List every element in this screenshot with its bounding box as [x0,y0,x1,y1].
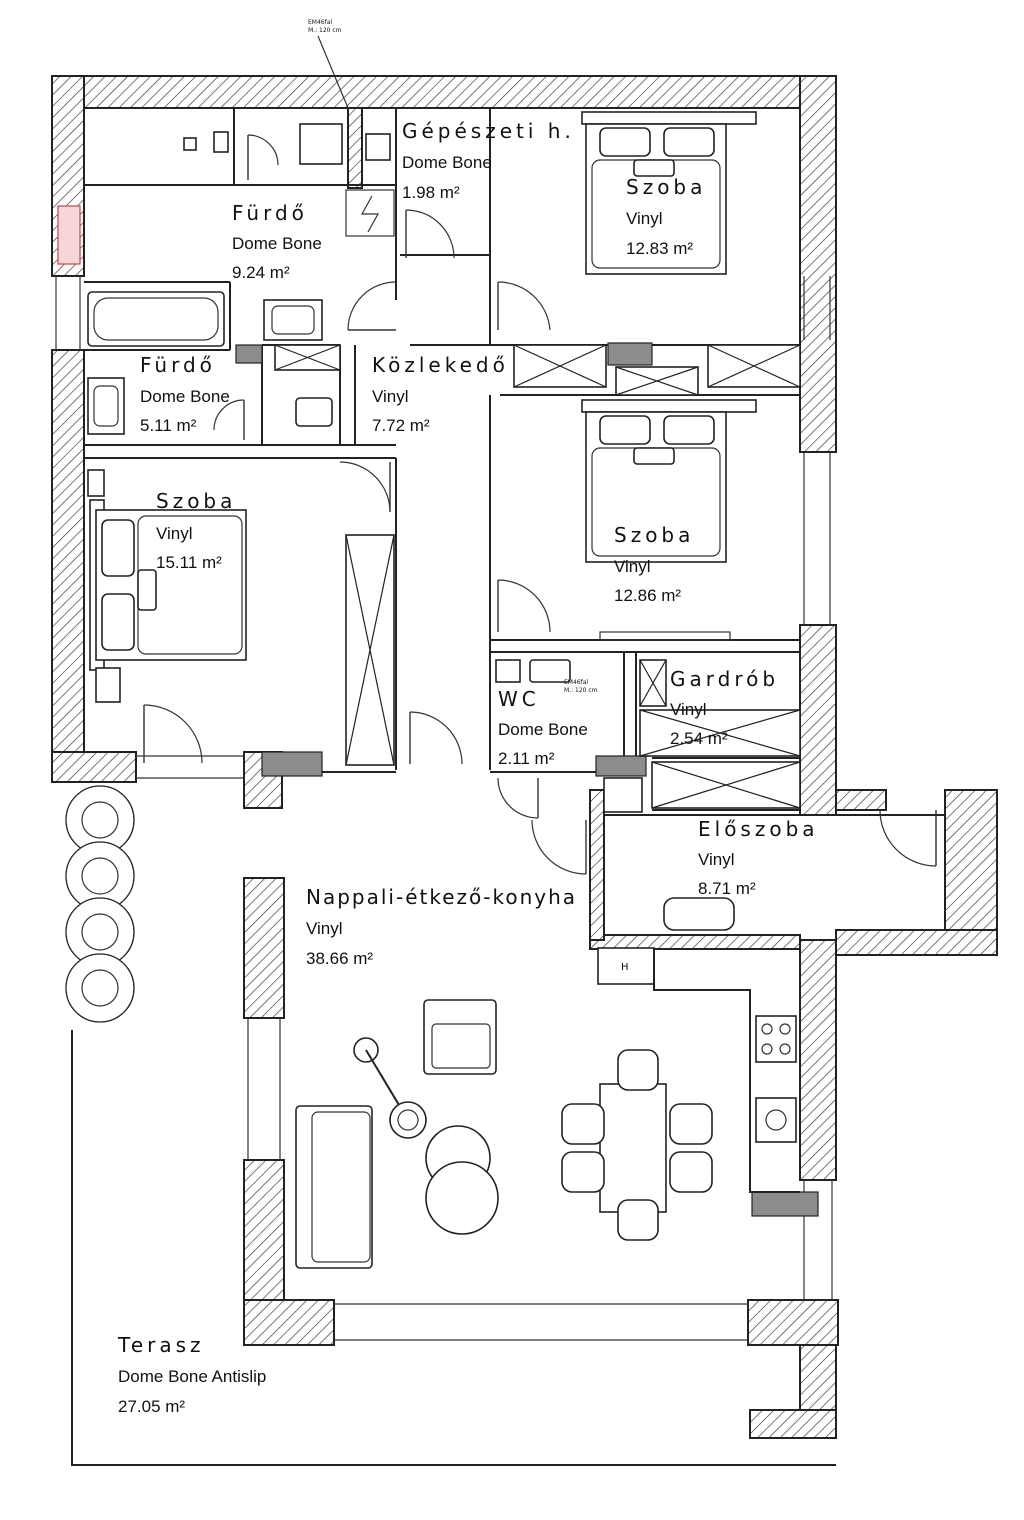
room-wc-area: 2.11 m² [498,749,555,768]
room-terasz-name: Terasz [117,1333,205,1357]
electric-note-wc-line1: EM46fal [564,679,588,686]
room-szoba-e-floor: Vinyl [614,557,651,576]
living-sw-corner [243,1299,335,1346]
room-gardrob-name: Gardrób [670,667,779,691]
room-szoba-ne-floor: Vinyl [626,209,663,228]
electric-note-top-line2: M.: 120 cm [308,27,342,34]
room-gepeszeti-name: Gépészeti h. [402,119,575,143]
room-gardrob-area: 2.54 m² [670,729,728,748]
room-furdo-1: Fürdő Dome Bone 9.24 m² [232,201,322,282]
room-terasz: Terasz Dome Bone Antislip 27.05 m² [117,1333,266,1416]
room-szoba-w-name: Szoba [156,489,236,513]
room-szoba-ne: Szoba Vinyl 12.83 m² [626,175,706,258]
room-nappali-area: 38.66 m² [306,949,373,968]
room-kozlekedo-area: 7.72 m² [372,416,430,435]
room-szoba-e-name: Szoba [614,523,694,547]
kitchen-east-wall [799,939,837,1181]
outer-walls [51,75,998,1439]
room-gepeszeti: Gépészeti h. Dome Bone 1.98 m² [402,119,575,202]
room-gepeszeti-floor: Dome Bone [402,153,492,172]
doors [143,134,937,875]
room-szoba-w-area: 15.11 m² [156,553,222,572]
room-wc: WC Dome Bone 2.11 m² [498,687,588,768]
room-furdo-2-name: Fürdő [140,353,216,377]
room-nappali-floor: Vinyl [306,919,343,938]
room-furdo-2-area: 5.11 m² [140,416,197,435]
entry-west-wall [589,789,605,941]
room-eloszoba: Előszoba Vinyl 8.71 m² [698,817,819,898]
electric-note-top: EM46fal M.: 120 cm [308,19,349,109]
living-west-wall-a [243,877,285,1019]
shaft-wall [347,107,363,189]
room-terasz-area: 27.05 m² [118,1397,185,1416]
room-szoba-ne-name: Szoba [626,175,706,199]
living-furniture [295,777,735,1269]
room-wc-name: WC [498,687,540,711]
room-gardrob: Gardrób Vinyl 2.54 m² [670,667,779,748]
entry-north-stub [835,789,887,811]
shrubs [65,785,135,1023]
electric-note-wc-line2: M.: 120 cm [564,687,598,694]
room-nappali-name: Nappali-étkező-konyha [306,885,577,909]
bed-north-east [581,111,757,275]
west-wall-lower [51,349,85,781]
hob-letter: H [621,962,629,973]
room-kozlekedo: Közlekedő Vinyl 7.72 m² [372,353,509,435]
east-wall-upper [799,75,837,453]
room-eloszoba-area: 8.71 m² [698,879,756,898]
sw-wall-stub [51,751,137,783]
windows [55,205,833,1341]
kitchen-counter: H [597,947,800,1193]
room-nappali: Nappali-étkező-konyha Vinyl 38.66 m² [306,885,577,968]
room-furdo-1-area: 9.24 m² [232,263,290,282]
room-terasz-floor: Dome Bone Antislip [118,1367,266,1386]
room-kozlekedo-floor: Vinyl [372,387,409,406]
room-gardrob-floor: Vinyl [670,700,707,719]
room-furdo-2-floor: Dome Bone [140,387,230,406]
terrace-outline [71,1030,836,1466]
room-gepeszeti-area: 1.98 m² [402,183,460,202]
room-eloszoba-name: Előszoba [698,817,819,841]
room-wc-floor: Dome Bone [498,720,588,739]
entry-kitchen-wall [589,934,801,950]
east-wall-middle [799,624,837,816]
room-szoba-e: Szoba Vinyl 12.86 m² [614,523,694,605]
terrace-se-corner [749,1409,837,1439]
bed-west [87,469,247,703]
room-furdo-1-floor: Dome Bone [232,234,322,253]
room-kozlekedo-name: Közlekedő [372,353,509,377]
room-furdo-2: Fürdő Dome Bone 5.11 m² [140,353,230,435]
north-wall [51,75,837,109]
bed-east [581,399,757,641]
room-szoba-ne-area: 12.83 m² [626,239,693,258]
room-szoba-w: Szoba Vinyl 15.11 m² [156,489,236,572]
entry-south-wall [835,929,998,956]
bath-fixtures [87,123,571,683]
room-szoba-w-floor: Vinyl [156,524,193,543]
electric-note-top-line1: EM46fal [308,19,332,26]
room-szoba-e-area: 12.86 m² [614,586,681,605]
room-furdo-1-name: Fürdő [232,201,308,225]
room-eloszoba-floor: Vinyl [698,850,735,869]
living-se-corner [747,1299,839,1346]
wardrobes [274,344,801,809]
electric-note-wc: EM46fal M.: 120 cm [564,679,598,694]
